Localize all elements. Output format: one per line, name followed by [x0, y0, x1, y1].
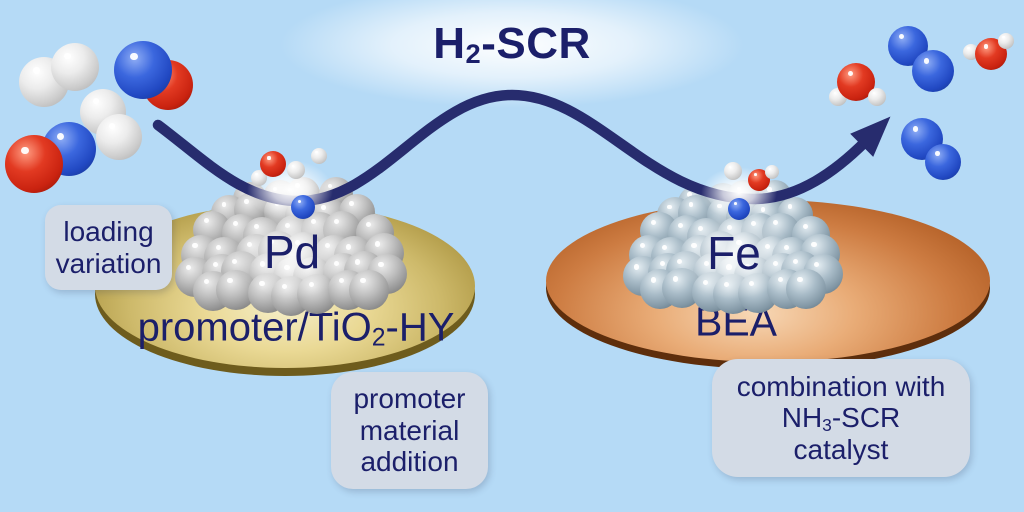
h-atom-sphere — [998, 33, 1014, 49]
title-subscript: 2 — [465, 38, 482, 70]
h-atom-sphere — [51, 43, 99, 91]
note-combination-nh3-scr: combination with NH3-SCR catalyst — [712, 359, 970, 477]
h-atom-sphere — [96, 114, 142, 160]
fe-nanoparticle-cluster: Fe — [622, 180, 844, 315]
left-support-subscript: 2 — [371, 324, 386, 352]
h-atom-sphere — [765, 165, 779, 179]
pd-metal-label: Pd — [263, 226, 321, 279]
pd-nanoparticle-cluster: Pd — [174, 176, 408, 316]
pd-cluster-sphere — [349, 270, 390, 311]
h-atom-sphere — [311, 148, 327, 164]
figure-title: H2-SCR — [0, 19, 1024, 69]
h-atom-sphere — [287, 161, 305, 179]
fe-cluster-sphere — [786, 268, 827, 309]
note-line-suffix: -SCR — [831, 402, 901, 434]
title-suffix: -SCR — [481, 19, 591, 68]
note-line: catalyst — [793, 433, 889, 465]
note-line-prefix: NH — [781, 402, 823, 434]
note-loading-variation: loading variation — [45, 205, 172, 290]
note-line: variation — [55, 247, 162, 279]
note-line-subscript: 3 — [822, 414, 832, 435]
note-line: material — [359, 414, 460, 446]
n-atom-sphere — [925, 144, 961, 180]
note-line: combination with — [736, 370, 946, 402]
pd-cluster-glow — [234, 210, 350, 299]
o-atom-sphere — [748, 169, 770, 191]
left-support-prefix: promoter/TiO — [137, 305, 372, 350]
left-support-label: promoter/TiO2-HY — [137, 305, 455, 352]
n-atom-sphere — [291, 195, 315, 219]
title-prefix: H — [433, 19, 466, 68]
n-atom-sphere — [114, 41, 172, 99]
note-line: promoter — [353, 383, 466, 415]
h-atom-sphere — [724, 162, 742, 180]
left-support-suffix: -HY — [385, 305, 455, 350]
note-line: NH3-SCR — [782, 402, 901, 434]
note-promoter-material-addition: promoter material addition — [331, 372, 488, 489]
n-atom-sphere — [728, 198, 750, 220]
o-atom-sphere — [5, 135, 63, 193]
o-atom-sphere — [260, 151, 286, 177]
h-atom-sphere — [251, 170, 267, 186]
n-atom-sphere — [912, 50, 954, 92]
fe-metal-label: Fe — [707, 226, 761, 279]
h-atom-sphere — [868, 88, 886, 106]
note-line: loading — [63, 215, 154, 247]
fe-cluster-glow — [676, 211, 792, 300]
note-line: addition — [360, 446, 459, 478]
